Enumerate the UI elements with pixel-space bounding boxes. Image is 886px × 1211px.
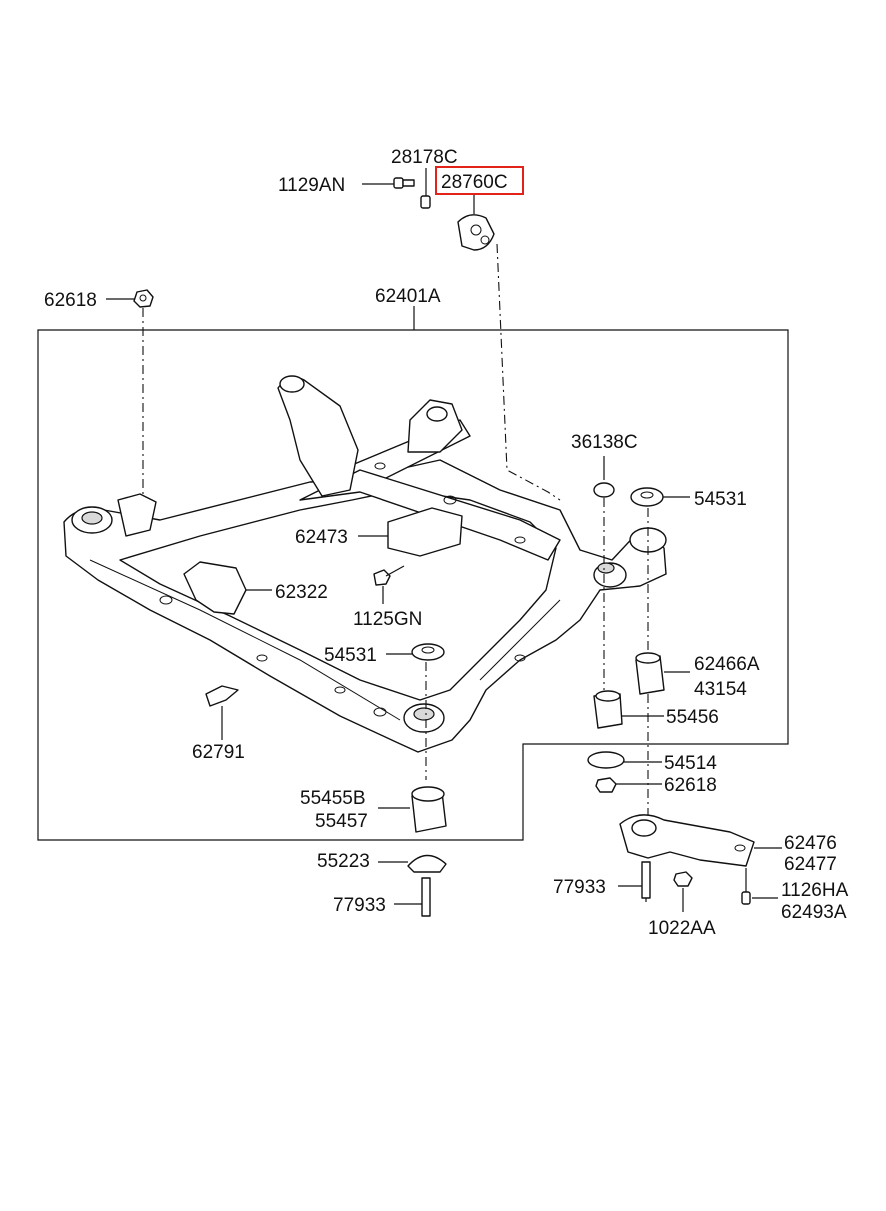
washer-54514 — [587, 751, 662, 769]
label-77933-right: 77933 — [553, 877, 606, 898]
pin-28178C — [420, 168, 431, 209]
label-28178C: 28178C — [391, 147, 458, 168]
bolt-1125GN — [373, 565, 405, 604]
label-1126HA: 1126HA — [781, 880, 849, 901]
label-62477: 62477 — [784, 854, 837, 875]
label-62791: 62791 — [192, 742, 245, 763]
label-62473: 62473 — [295, 527, 348, 548]
mount-bracket-62476 — [619, 814, 782, 867]
washer-54531-right — [630, 487, 690, 507]
nut-1022AA — [673, 871, 693, 912]
label-62322: 62322 — [275, 582, 328, 603]
label-1022AA: 1022AA — [648, 918, 716, 939]
label-55455B: 55455B — [300, 788, 366, 809]
clip-62791 — [205, 685, 239, 740]
label-62618-right: 62618 — [664, 775, 717, 796]
washer-54531-center — [386, 643, 445, 661]
label-36138C: 36138C — [571, 432, 638, 453]
leader-dash-28760C — [496, 243, 561, 501]
label-43154: 43154 — [694, 679, 747, 700]
bushing-62466A — [635, 652, 690, 695]
label-62493A: 62493A — [781, 902, 847, 923]
washer-36138C — [593, 456, 615, 498]
bolt-1126HA — [741, 868, 778, 905]
bolt-77933-center — [394, 877, 431, 917]
label-62466A: 62466A — [694, 654, 760, 675]
cap-55223 — [378, 854, 447, 873]
bushing-55455B — [378, 786, 447, 833]
bracket-62473 — [358, 507, 463, 557]
label-62618-top: 62618 — [44, 290, 97, 311]
label-1129AN: 1129AN — [278, 175, 345, 196]
bracket-62322 — [183, 561, 272, 615]
label-77933-center: 77933 — [333, 895, 386, 916]
nut-62618-right — [595, 777, 662, 793]
highlight-box-28760C — [435, 166, 524, 195]
bolt-1129AN — [362, 177, 415, 189]
label-1125GN: 1125GN — [353, 609, 422, 630]
label-28760C[interactable]: 28760C — [441, 172, 508, 193]
label-55223: 55223 — [317, 851, 370, 872]
label-62476: 62476 — [784, 833, 837, 854]
label-54531-right: 54531 — [694, 489, 747, 510]
label-55457: 55457 — [315, 811, 368, 832]
label-54531-center: 54531 — [324, 645, 377, 666]
label-62401A: 62401A — [375, 286, 441, 307]
assembly-boundary — [37, 329, 789, 841]
hanger-28760C — [457, 195, 495, 251]
label-55456: 55456 — [666, 707, 719, 728]
nut-62618-top — [106, 289, 154, 308]
bushing-55456 — [593, 690, 664, 729]
bolt-77933-right — [618, 861, 651, 902]
label-54514: 54514 — [664, 753, 717, 774]
